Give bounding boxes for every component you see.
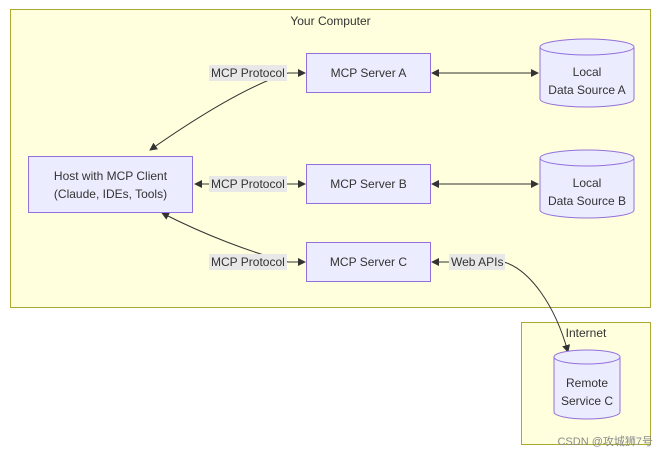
remote-line1: Remote	[565, 376, 609, 390]
data-source-b-cylinder	[539, 149, 635, 219]
host-with-mcp-client-node: Host with MCP Client (Claude, IDEs, Tool…	[28, 156, 193, 213]
host-line2: (Claude, IDEs, Tools)	[53, 186, 168, 201]
data-a-line2: Data Source A	[548, 83, 626, 97]
host-line1: Host with MCP Client	[53, 168, 168, 183]
data-source-a-cylinder	[539, 38, 635, 108]
edge-label-mcp-protocol-b: MCP Protocol	[209, 176, 287, 192]
mcp-server-a-node: MCP Server A	[306, 53, 431, 93]
edge-server-c-remote	[432, 262, 568, 352]
remote-service-c-cylinder	[553, 349, 621, 420]
edge-label-mcp-protocol-a: MCP Protocol	[209, 65, 287, 81]
data-a-line1: Local	[572, 65, 602, 79]
data-b-line1: Local	[572, 176, 602, 190]
edge-label-mcp-protocol-c: MCP Protocol	[209, 254, 287, 270]
edge-label-web-apis: Web APIs	[449, 254, 506, 270]
csdn-watermark: CSDN @攻城狮7号	[557, 436, 653, 448]
remote-line2: Service C	[560, 394, 613, 408]
mcp-server-b-node: MCP Server B	[306, 164, 431, 204]
edge-host-server-a	[149, 69, 306, 151]
data-b-line2: Data Source B	[547, 194, 627, 208]
data-source-b-label: Local Data Source B	[540, 174, 634, 210]
remote-service-c-label: Remote Service C	[554, 374, 620, 410]
mcp-server-c-label: MCP Server C	[329, 255, 408, 269]
mcp-server-b-label: MCP Server B	[330, 177, 407, 191]
data-source-a-label: Local Data Source A	[540, 63, 634, 99]
mcp-server-a-label: MCP Server A	[330, 66, 407, 80]
your-computer-title: Your Computer	[290, 14, 371, 28]
mcp-server-c-node: MCP Server C	[306, 242, 431, 282]
